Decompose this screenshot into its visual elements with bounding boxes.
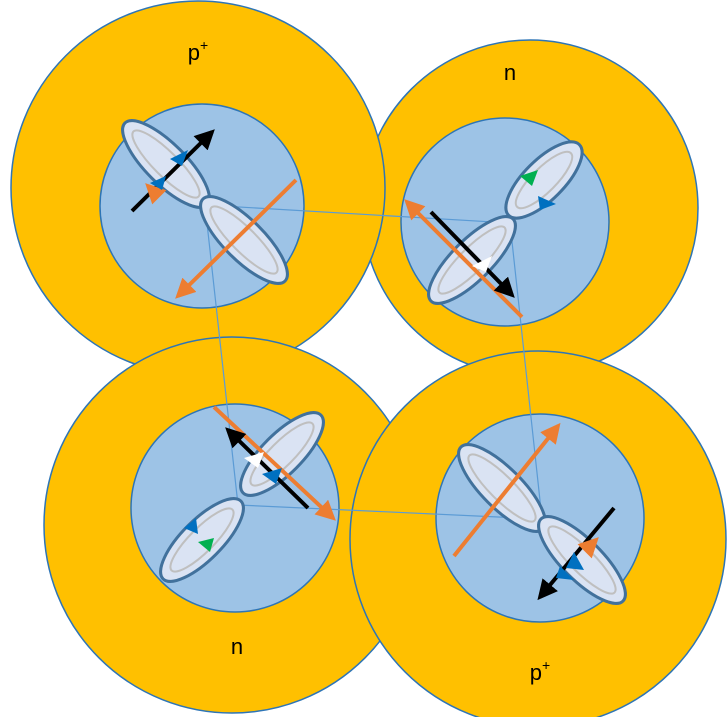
label-main: n [504,60,516,85]
label-bottom-right: p+ [530,657,550,685]
spin-arrow [225,427,310,510]
spin-arrow [537,506,616,601]
outer-shells [10,0,727,717]
orbit-arrow [212,405,336,521]
quark-marker [472,256,492,272]
orbit-arrow-small [577,537,599,559]
quark-marker [566,552,584,570]
quark-marker [556,566,574,580]
orbit-arrow [175,178,298,299]
quark-marker [170,150,188,166]
nucleon-top-left [121,119,298,299]
label-bottom-left: n [231,634,243,659]
quark-marker [262,468,282,484]
orbital-lobes [427,140,584,305]
spin-arrow [429,210,515,298]
orbital-lobes [121,119,289,285]
quark-marker [520,170,538,186]
quark-marker [244,452,264,468]
quark-marker [184,518,198,534]
orbit-arrow [452,422,561,558]
quark-marker [538,196,556,210]
nucleon-bottom-left [159,405,336,583]
label-top-right: n [504,60,516,85]
label-top-left: p+ [188,37,208,65]
orbit-arrow-small [145,183,167,205]
label-main: n [231,634,243,659]
label-superscript: + [200,37,208,53]
nucleon-top-right [404,140,584,319]
particle-labels: p+ n n p+ [188,37,550,685]
label-main: p [530,660,542,685]
quark-marker [150,176,166,190]
nucleon-bottom-right [452,422,627,605]
label-superscript: + [542,657,550,673]
label-main: p [188,40,200,65]
quark-marker [198,538,214,552]
